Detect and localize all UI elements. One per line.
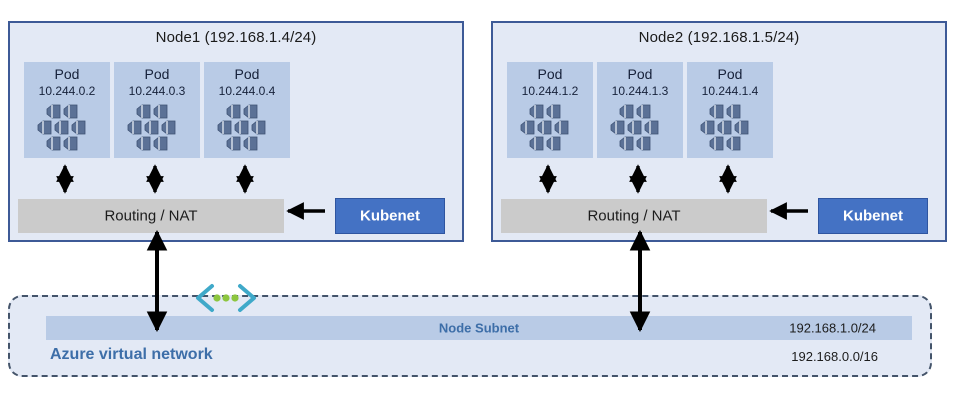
pod-box-10-244-0-4[interactable]: Pod 10.244.0.4 — [204, 62, 290, 158]
kubenet-label: Kubenet — [843, 207, 903, 225]
azure-virtual-network-label: Azure virtual network — [50, 346, 213, 363]
pod-box-10-244-1-2[interactable]: Pod 10.244.1.2 — [507, 62, 593, 158]
pod-cluster-icon — [217, 104, 266, 151]
pod-label: Pod — [537, 66, 563, 82]
pod-box-10-244-0-3[interactable]: Pod 10.244.0.3 — [114, 62, 200, 158]
azure-virtual-network-box: Node Subnet 192.168.1.0/24 Azure virtual… — [8, 295, 932, 377]
node-subnet-cidr: 192.168.1.0/24 — [789, 320, 876, 336]
pod-label: Pod — [627, 66, 653, 82]
pod-ip: 10.244.0.4 — [218, 84, 276, 98]
pod-box-10-244-1-4[interactable]: Pod 10.244.1.4 — [687, 62, 773, 158]
node-subnet-bar: Node Subnet 192.168.1.0/24 — [46, 316, 912, 340]
pod-box-10-244-1-3[interactable]: Pod 10.244.1.3 — [597, 62, 683, 158]
node-panel-node1: Node1 (192.168.1.4/24) Pod 10.244.0.2 Po… — [8, 21, 464, 242]
pod-label: Pod — [144, 66, 170, 82]
pod-ip: 10.244.1.2 — [521, 84, 579, 98]
routing-nat-label: Routing / NAT — [587, 207, 681, 225]
kubenet-box-node1[interactable]: Kubenet — [335, 198, 445, 234]
pod-label: Pod — [234, 66, 260, 82]
link-dot-1 — [213, 294, 221, 302]
routing-nat-bar-node1: Routing / NAT — [18, 199, 284, 233]
pod-cluster-icon — [700, 104, 749, 151]
pod-ip: 10.244.1.4 — [701, 84, 759, 98]
pod-cluster-icon — [127, 104, 176, 151]
pod-box-10-244-0-2[interactable]: Pod 10.244.0.2 — [24, 62, 110, 158]
node2-title: Node2 (192.168.1.5/24) — [638, 29, 800, 46]
pod-cluster-icon — [37, 104, 86, 151]
pod-cluster-icon — [520, 104, 569, 151]
pod-label: Pod — [717, 66, 743, 82]
pod-label: Pod — [54, 66, 80, 82]
kubenet-label: Kubenet — [360, 207, 420, 225]
pod-ip: 10.244.0.3 — [128, 84, 186, 98]
node-panel-node2: Node2 (192.168.1.5/24) Pod 10.244.1.2 Po… — [491, 21, 947, 242]
routing-nat-label: Routing / NAT — [104, 207, 198, 225]
node1-title: Node1 (192.168.1.4/24) — [155, 29, 317, 46]
node-subnet-label: Node Subnet — [438, 320, 520, 336]
pod-ip: 10.244.0.2 — [38, 84, 96, 98]
kubenet-box-node2[interactable]: Kubenet — [818, 198, 928, 234]
azure-virtual-network-cidr: 192.168.0.0/16 — [791, 349, 878, 364]
link-dot-2 — [222, 294, 230, 302]
pod-ip: 10.244.1.3 — [611, 84, 669, 98]
pod-cluster-icon — [610, 104, 659, 151]
network-link-chevron-icon — [196, 284, 256, 312]
link-dot-3 — [231, 294, 239, 302]
routing-nat-bar-node2: Routing / NAT — [501, 199, 767, 233]
